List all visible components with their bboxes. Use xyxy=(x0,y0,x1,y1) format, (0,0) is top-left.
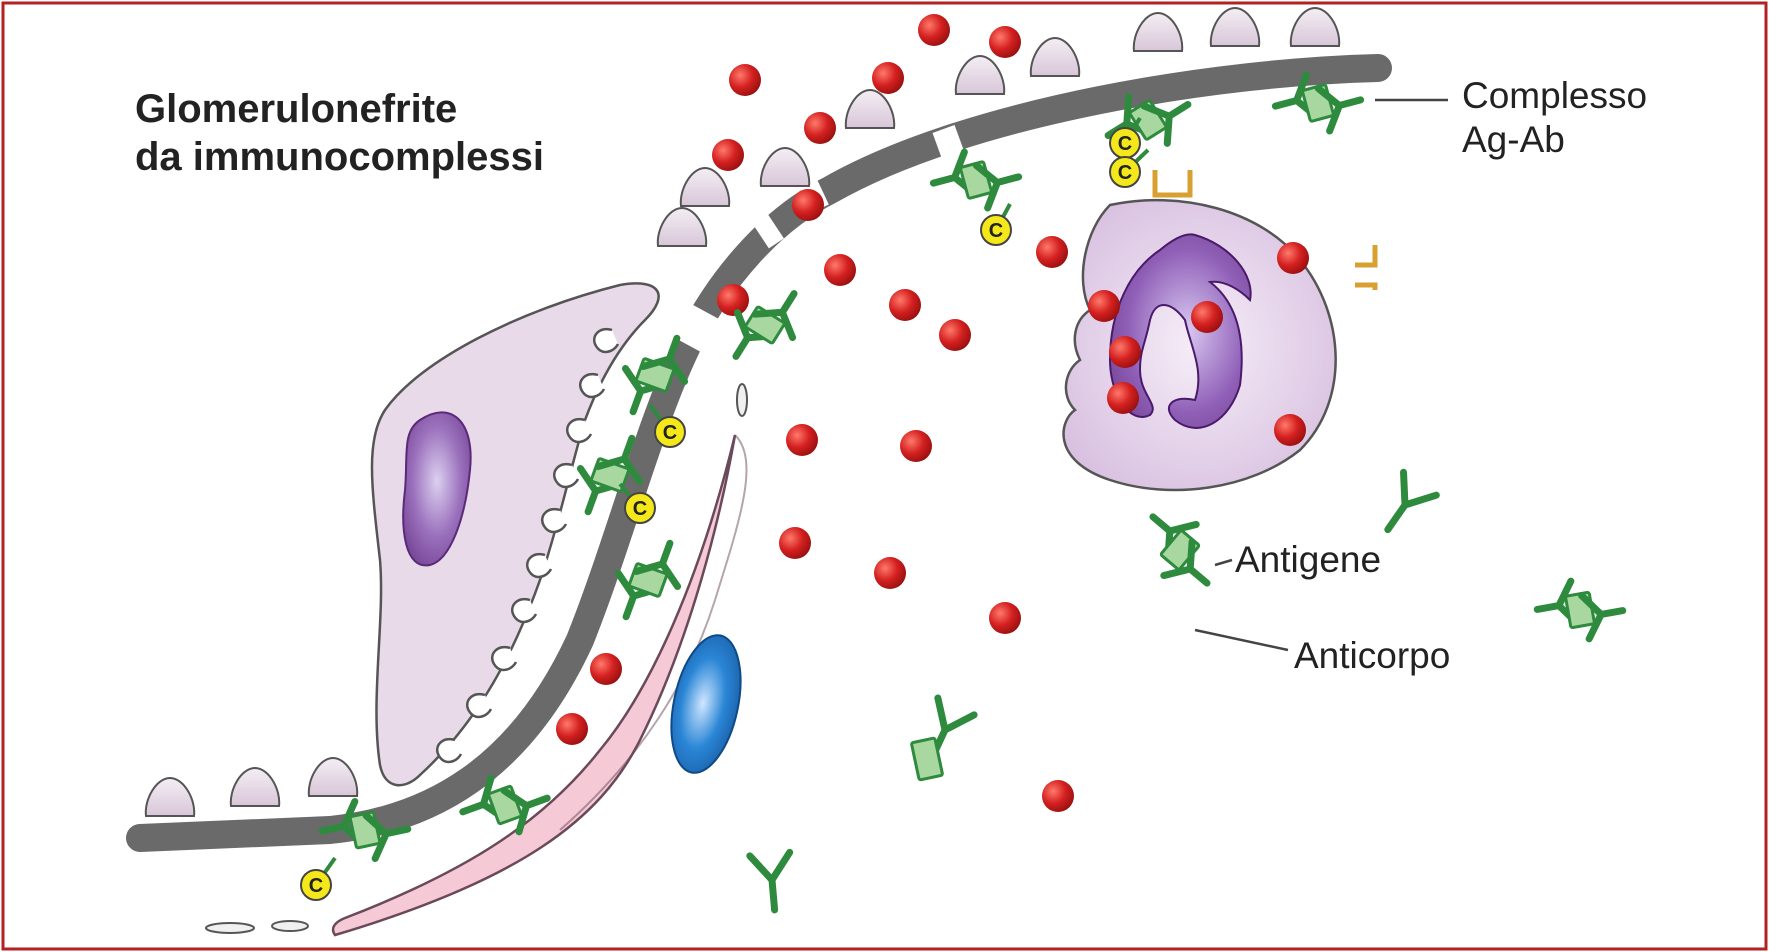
antigen-particle xyxy=(1277,242,1309,274)
antigen-particle xyxy=(874,557,906,589)
antigen-particle xyxy=(918,14,950,46)
endothelial-fragment xyxy=(737,384,747,416)
antigen-particle xyxy=(1088,290,1120,322)
antigen-particle xyxy=(556,713,588,745)
complement-label: C xyxy=(1118,162,1132,184)
antigen-particle xyxy=(1036,236,1068,268)
antigen-particle xyxy=(1107,382,1139,414)
complement-label: C xyxy=(1118,133,1132,155)
antigen-particle xyxy=(779,527,811,559)
label-complex-line-2: Ag-Ab xyxy=(1462,119,1565,160)
label-complex-line-1: Complesso xyxy=(1462,75,1647,116)
antigen-particle xyxy=(1109,336,1141,368)
antigen-particle xyxy=(939,319,971,351)
antigen-particle xyxy=(1274,414,1306,446)
complement-label: C xyxy=(663,422,677,444)
endothelial-fragment xyxy=(206,923,254,933)
complement-label: C xyxy=(309,875,323,897)
label-antibody: Anticorpo xyxy=(1294,635,1450,676)
antigen-particle xyxy=(1191,301,1223,333)
antigen-particle xyxy=(590,653,622,685)
antigen-particle xyxy=(872,62,904,94)
antigen-particle xyxy=(900,430,932,462)
antigen-particle xyxy=(989,602,1021,634)
title-line-2: da immunocomplessi xyxy=(135,135,544,179)
antigen-particle xyxy=(786,424,818,456)
antigen-particle xyxy=(804,112,836,144)
antigen-particle xyxy=(717,284,749,316)
endothelial-fragment xyxy=(272,921,308,931)
complement-label: C xyxy=(633,498,647,520)
antigen-particle xyxy=(792,189,824,221)
antigen-particle xyxy=(824,254,856,286)
antigen-particle xyxy=(889,289,921,321)
antigen-particle xyxy=(729,64,761,96)
antigen-particle xyxy=(1042,780,1074,812)
complement-label: C xyxy=(989,220,1003,242)
antigen-particle xyxy=(989,26,1021,58)
title-line-1: Glomerulonefrite xyxy=(135,87,457,131)
antigen-particle xyxy=(712,139,744,171)
label-antigen: Antigene xyxy=(1235,539,1381,580)
